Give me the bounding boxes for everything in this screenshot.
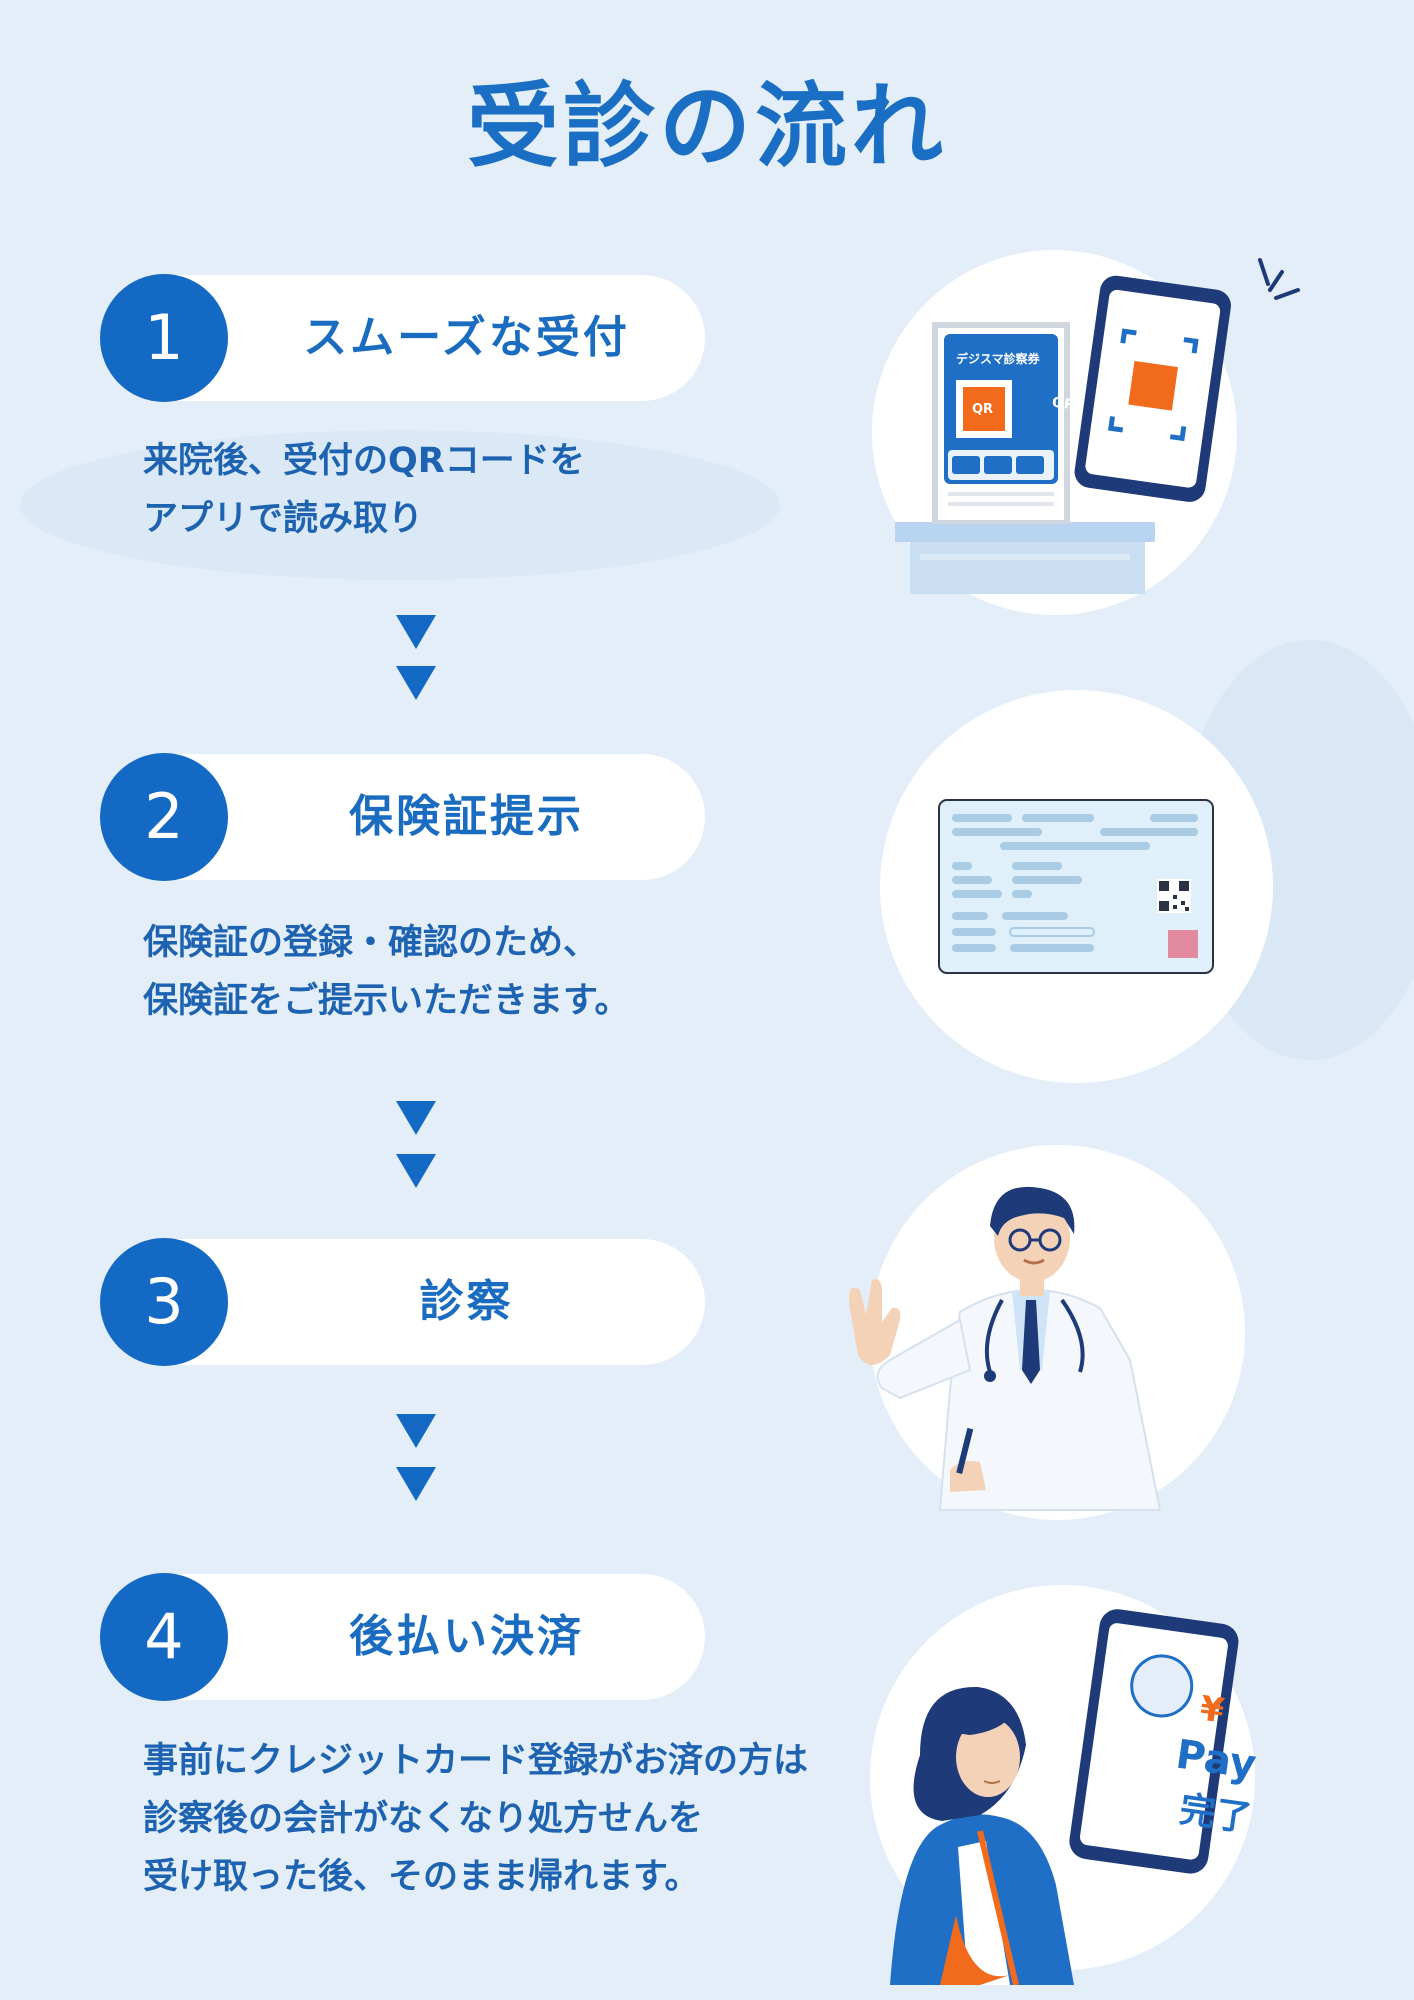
doctor-illustration [830,1140,1250,1520]
page-title: 受診の流れ [466,73,947,180]
woman-with-phone-icon [890,1609,1239,1985]
phone-qr-label: QR [1050,394,1076,414]
step-2-title: 保険証提示 [349,791,584,842]
step-1-description: 来院後、受付のQRコードを アプリで読み取り [143,432,585,548]
background-blob [20,430,780,580]
step-4-description: 事前にクレジットカード登録がお済の方は 診察後の会計がなくなり処方せんを 受け取… [143,1732,808,1906]
step-1-number: 1 [100,274,228,402]
kiosk-and-phone-icon [895,258,1300,594]
step-2-description: 保険証の登録・確認のため、 保険証をご提示いただきます。 [143,914,630,1030]
down-arrow-icon [396,1414,436,1448]
step-1-desc-line: アプリで読み取り [143,499,424,539]
kiosk-label: デジスマ診察券 [956,352,1040,366]
step-4-title: 後払い決済 [349,1611,584,1662]
step-3-header: 3 診察 [100,1238,705,1366]
step-1-header: 1 スムーズな受付 [100,274,705,402]
step-4-desc-line: 事前にクレジットカード登録がお済の方は [143,1741,809,1781]
reception-qr-illustration: デジスマ診察券 QR QR [860,240,1320,620]
step-4-desc-line: 診察後の会計がなくなり処方せんを [143,1799,704,1839]
yen-icon: ¥ [1197,1688,1227,1732]
down-arrow-icon [396,615,436,649]
down-arrow-icon [396,1101,436,1135]
down-arrow-icon [396,666,436,700]
step-1-title: スムーズな受付 [303,312,630,363]
insurance-card-icon [938,799,1214,974]
step-2-desc-line: 保険証の登録・確認のため、 [143,923,599,963]
step-2-number: 2 [100,753,228,881]
step-3-number: 3 [100,1238,228,1366]
payment-illustration: ¥ Pay 完了 [860,1585,1300,1985]
down-arrow-icon [396,1467,436,1501]
step-4-number: 4 [100,1573,228,1701]
insurance-card-illustration [880,690,1275,1085]
step-1-desc-line: 来院後、受付のQRコードを [143,441,585,481]
kiosk-qr-label: QR [972,402,994,417]
down-arrow-icon [396,1154,436,1188]
step-2-header: 2 保険証提示 [100,753,705,881]
step-3-title: 診察 [419,1276,514,1327]
step-4-header: 4 後払い決済 [100,1573,705,1701]
step-2-desc-line: 保険証をご提示いただきます。 [143,981,630,1021]
step-4-desc-line: 受け取った後、そのまま帰れます。 [143,1857,700,1897]
doctor-icon [849,1186,1162,1511]
